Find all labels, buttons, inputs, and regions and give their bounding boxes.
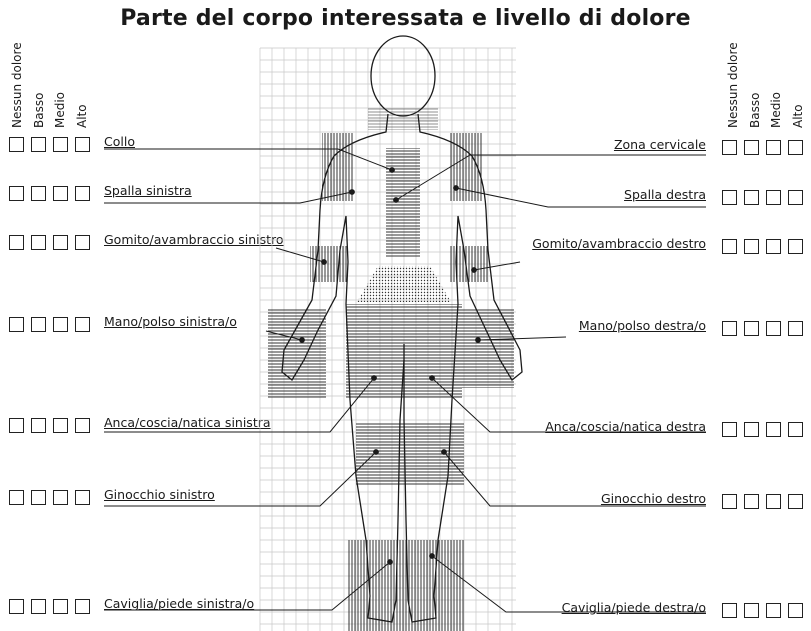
left-ankle-no-pain-checkbox[interactable] bbox=[9, 599, 24, 614]
right-forearm-low-checkbox[interactable] bbox=[744, 239, 759, 254]
left-wrist-low-checkbox[interactable] bbox=[31, 317, 46, 332]
right-ankle-medium-checkbox[interactable] bbox=[766, 603, 781, 618]
left-ankle-medium-checkbox[interactable] bbox=[53, 599, 68, 614]
left-hip-low-checkbox[interactable] bbox=[31, 418, 46, 433]
left-knee-no-pain-checkbox[interactable] bbox=[9, 490, 24, 505]
cervical-label: Zona cervicale bbox=[613, 137, 706, 152]
left-wrist-high-checkbox[interactable] bbox=[75, 317, 90, 332]
neck-high-checkbox[interactable] bbox=[75, 137, 90, 152]
left-shoulder-no-pain-checkbox[interactable] bbox=[9, 186, 24, 201]
left-knee-medium-checkbox[interactable] bbox=[53, 490, 68, 505]
left-hip-no-pain-checkbox[interactable] bbox=[9, 418, 24, 433]
right-wrist-no-pain-checkbox[interactable] bbox=[722, 321, 737, 336]
left-wrist-medium-checkbox[interactable] bbox=[53, 317, 68, 332]
right-hip-label: Anca/coscia/natica destra bbox=[545, 419, 706, 434]
right-ankle-low-checkbox[interactable] bbox=[744, 603, 759, 618]
left-knee-low-checkbox[interactable] bbox=[31, 490, 46, 505]
right-forearm-high-checkbox[interactable] bbox=[788, 239, 803, 254]
ankle-area bbox=[348, 540, 464, 631]
neck-label: Collo bbox=[104, 134, 135, 149]
right-hip-medium-checkbox[interactable] bbox=[766, 422, 781, 437]
right-knee-low-checkbox[interactable] bbox=[744, 494, 759, 509]
right-forearm-no-pain-checkbox[interactable] bbox=[722, 239, 737, 254]
left-wrist-label: Mano/polso sinistra/o bbox=[104, 314, 237, 329]
lower-back-area bbox=[357, 266, 451, 302]
left-shoulder-area bbox=[322, 133, 354, 201]
left-knee-label: Ginocchio sinistro bbox=[104, 487, 215, 502]
neck-medium-checkbox[interactable] bbox=[53, 137, 68, 152]
right-ankle-label: Caviglia/piede destra/o bbox=[561, 600, 706, 615]
right-wrist-label: Mano/polso destra/o bbox=[578, 318, 706, 333]
neck-no-pain-checkbox[interactable] bbox=[9, 137, 24, 152]
left-shoulder-medium-checkbox[interactable] bbox=[53, 186, 68, 201]
right-knee-no-pain-checkbox[interactable] bbox=[722, 494, 737, 509]
neck-low-checkbox[interactable] bbox=[31, 137, 46, 152]
left-hip-medium-checkbox[interactable] bbox=[53, 418, 68, 433]
left-hip-label: Anca/coscia/natica sinistra bbox=[104, 415, 271, 430]
right-wrist-high-checkbox[interactable] bbox=[788, 321, 803, 336]
right-hip-low-checkbox[interactable] bbox=[744, 422, 759, 437]
right-shoulder-no-pain-checkbox[interactable] bbox=[722, 190, 737, 205]
right-shoulder-high-checkbox[interactable] bbox=[788, 190, 803, 205]
left-shoulder-low-checkbox[interactable] bbox=[31, 186, 46, 201]
right-forearm-medium-checkbox[interactable] bbox=[766, 239, 781, 254]
left-forearm-no-pain-checkbox[interactable] bbox=[9, 235, 24, 250]
neck-area bbox=[368, 108, 438, 130]
cervical-no-pain-checkbox[interactable] bbox=[722, 140, 737, 155]
left-ankle-low-checkbox[interactable] bbox=[31, 599, 46, 614]
spine-area bbox=[386, 148, 420, 258]
right-hip-high-checkbox[interactable] bbox=[788, 422, 803, 437]
right-ankle-no-pain-checkbox[interactable] bbox=[722, 603, 737, 618]
left-shoulder-high-checkbox[interactable] bbox=[75, 186, 90, 201]
right-shoulder-low-checkbox[interactable] bbox=[744, 190, 759, 205]
right-knee-medium-checkbox[interactable] bbox=[766, 494, 781, 509]
left-forearm-label: Gomito/avambraccio sinistro bbox=[104, 232, 284, 247]
right-shoulder-medium-checkbox[interactable] bbox=[766, 190, 781, 205]
right-shoulder-label: Spalla destra bbox=[624, 187, 706, 202]
left-ankle-high-checkbox[interactable] bbox=[75, 599, 90, 614]
left-forearm-low-checkbox[interactable] bbox=[31, 235, 46, 250]
left-wrist-no-pain-checkbox[interactable] bbox=[9, 317, 24, 332]
right-knee-label: Ginocchio destro bbox=[600, 491, 706, 506]
cervical-low-checkbox[interactable] bbox=[744, 140, 759, 155]
right-ankle-high-checkbox[interactable] bbox=[788, 603, 803, 618]
left-ankle-label: Caviglia/piede sinistra/o bbox=[104, 596, 255, 611]
right-wrist-low-checkbox[interactable] bbox=[744, 321, 759, 336]
right-knee-high-checkbox[interactable] bbox=[788, 494, 803, 509]
right-hip-no-pain-checkbox[interactable] bbox=[722, 422, 737, 437]
right-forearm-label: Gomito/avambraccio destro bbox=[532, 236, 706, 251]
cervical-medium-checkbox[interactable] bbox=[766, 140, 781, 155]
left-forearm-high-checkbox[interactable] bbox=[75, 235, 90, 250]
cervical-high-checkbox[interactable] bbox=[788, 140, 803, 155]
left-hand-area bbox=[268, 308, 326, 398]
left-forearm-medium-checkbox[interactable] bbox=[53, 235, 68, 250]
body-outline bbox=[281, 35, 523, 623]
left-knee-high-checkbox[interactable] bbox=[75, 490, 90, 505]
page-title: Parte del corpo interessata e livello di… bbox=[120, 6, 691, 31]
leader-lines bbox=[104, 148, 706, 613]
right-hand-area bbox=[462, 308, 514, 388]
left-hip-high-checkbox[interactable] bbox=[75, 418, 90, 433]
right-wrist-medium-checkbox[interactable] bbox=[766, 321, 781, 336]
left-shoulder-label: Spalla sinistra bbox=[104, 183, 192, 198]
